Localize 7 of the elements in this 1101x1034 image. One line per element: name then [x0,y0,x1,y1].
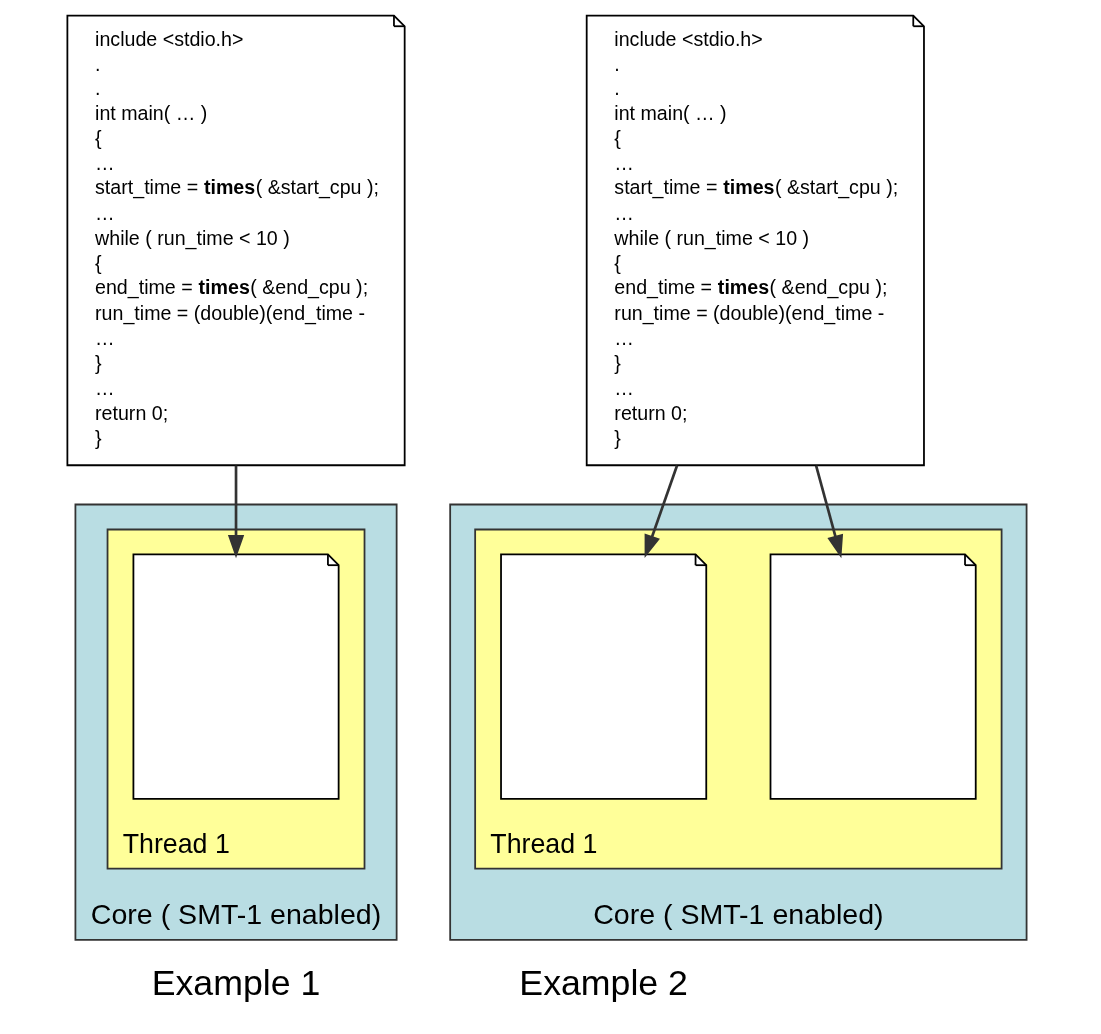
label: Example 2 [518,963,688,1004]
cluster: Thread 1 [473,528,1002,870]
arrow [644,465,678,559]
cluster: Thread 1 [106,528,365,870]
arrow [227,465,244,559]
label: Example 1 [151,963,320,1004]
arrow [814,465,843,559]
